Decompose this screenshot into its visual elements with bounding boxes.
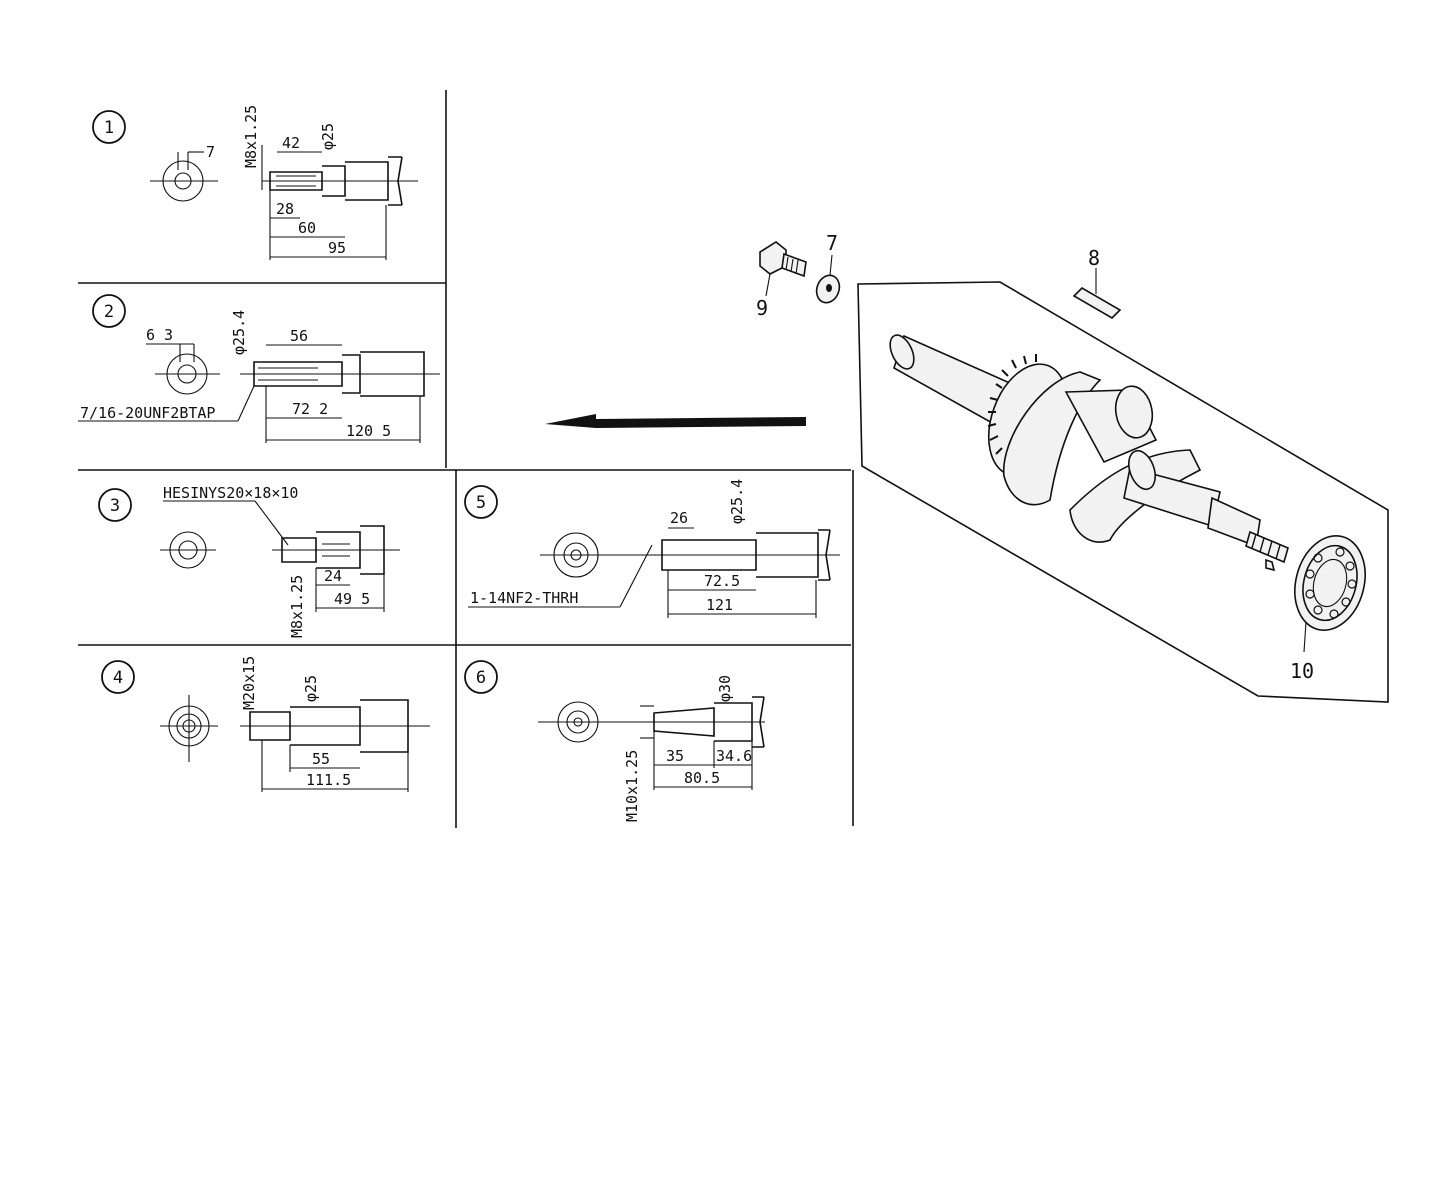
shaft-taper (653, 707, 715, 737)
part-number-9: 9 (756, 296, 768, 320)
shaft-step-3 (345, 161, 389, 201)
dim-80-5: 80.5 (684, 769, 720, 787)
crankshaft-body (889, 334, 1289, 572)
keyway-dim: 6 3 (146, 326, 173, 344)
part-number-7: 7 (826, 231, 838, 255)
shaft-step-2 (316, 531, 361, 569)
washer-part-7: 7 (815, 231, 841, 304)
variant-number-circle (92, 110, 126, 144)
thread-label: M20x15 (240, 656, 258, 710)
dim-72-5: 72.5 (704, 572, 740, 590)
key-part-8: 8 (1072, 246, 1122, 320)
dim-120-5: 120 5 (346, 422, 391, 440)
variant-1: 1 7 M8x1.25 42 φ25 28 60 95 (92, 105, 418, 260)
grid-lines (78, 90, 854, 828)
dia-label: φ25 (302, 675, 320, 702)
direction-arrow (545, 414, 806, 428)
shaft-step-1 (269, 171, 323, 191)
dim-24: 24 (324, 567, 342, 585)
shaft-step-3 (360, 699, 409, 753)
crankshaft-assembly: 9 7 8 (756, 231, 1389, 703)
variant-4: 4 M20x15 φ25 55 111.5 (101, 656, 430, 792)
keyway-dim: 7 (206, 143, 215, 161)
dim-35: 35 (666, 747, 684, 765)
dia-label: φ25.4 (230, 310, 248, 355)
variant-number: 4 (113, 668, 123, 688)
variant-5: 5 26 φ25.4 1-14NF2-THRH 72.5 121 (464, 479, 840, 618)
variant-number: 5 (476, 493, 486, 513)
variant-number-circle (464, 485, 498, 519)
variant-number: 1 (104, 118, 114, 138)
dia-label: φ25.4 (728, 479, 746, 524)
dim-49-5: 49 5 (334, 590, 370, 608)
shaft-step-1 (249, 711, 291, 741)
dia-label: φ25 (319, 123, 337, 150)
variant-number-circle (98, 488, 132, 522)
shaft-step-2 (714, 702, 753, 742)
part-number-8: 8 (1088, 246, 1100, 270)
shaft-step-1 (661, 539, 757, 571)
key-spec-label: HESINYS20×18×10 (163, 484, 298, 502)
part-number-10: 10 (1290, 659, 1314, 683)
shaft-step-2 (342, 354, 361, 394)
bolt-part-9: 9 (756, 241, 807, 320)
variant-number-circle (101, 660, 135, 694)
dim-28: 28 (276, 200, 294, 218)
thread-label: M8x1.25 (288, 575, 306, 638)
dim-26: 26 (670, 509, 688, 527)
variant-3: 3 HESINYS20×18×10 M8x1.25 24 49 5 (98, 484, 400, 638)
bearing-part-10: 10 (1290, 535, 1366, 683)
shaft-step-2 (290, 706, 361, 746)
shaft-step-2 (322, 165, 346, 197)
dim-95: 95 (328, 239, 346, 257)
variant-number: 3 (110, 496, 120, 516)
shaft-step-1 (281, 537, 317, 563)
shaft-step-3 (360, 525, 385, 575)
dim-121: 121 (706, 596, 733, 614)
thread-label: 1-14NF2-THRH (470, 589, 578, 607)
variant-number: 6 (476, 668, 486, 688)
thread-label: 7/16-20UNF2BTAP (80, 404, 215, 422)
variant-number: 2 (104, 302, 114, 322)
shaft-step-2 (756, 532, 819, 578)
variant-2: 2 6 3 φ25.4 56 7/16-20UNF2BTAP 72 2 120 … (78, 294, 440, 443)
thread-label: M8x1.25 (242, 105, 260, 168)
thread-label: M10x1.25 (623, 750, 641, 822)
dia-label: φ30 (716, 675, 734, 702)
shaft-step-3 (360, 351, 425, 397)
dim-34-6: 34.6 (716, 747, 752, 765)
dim-42: 42 (282, 134, 300, 152)
assembly-frame (857, 281, 1389, 703)
dim-55: 55 (312, 750, 330, 768)
dim-72-2: 72 2 (292, 400, 328, 418)
dim-56: 56 (290, 327, 308, 345)
dim-111-5: 111.5 (306, 771, 351, 789)
variant-number-circle (92, 294, 126, 328)
dim-60: 60 (298, 219, 316, 237)
variant-number-circle (464, 660, 498, 694)
variant-6: 6 φ30 M10x1.25 35 34.6 80.5 (464, 660, 765, 822)
shaft-step-1 (253, 361, 343, 387)
